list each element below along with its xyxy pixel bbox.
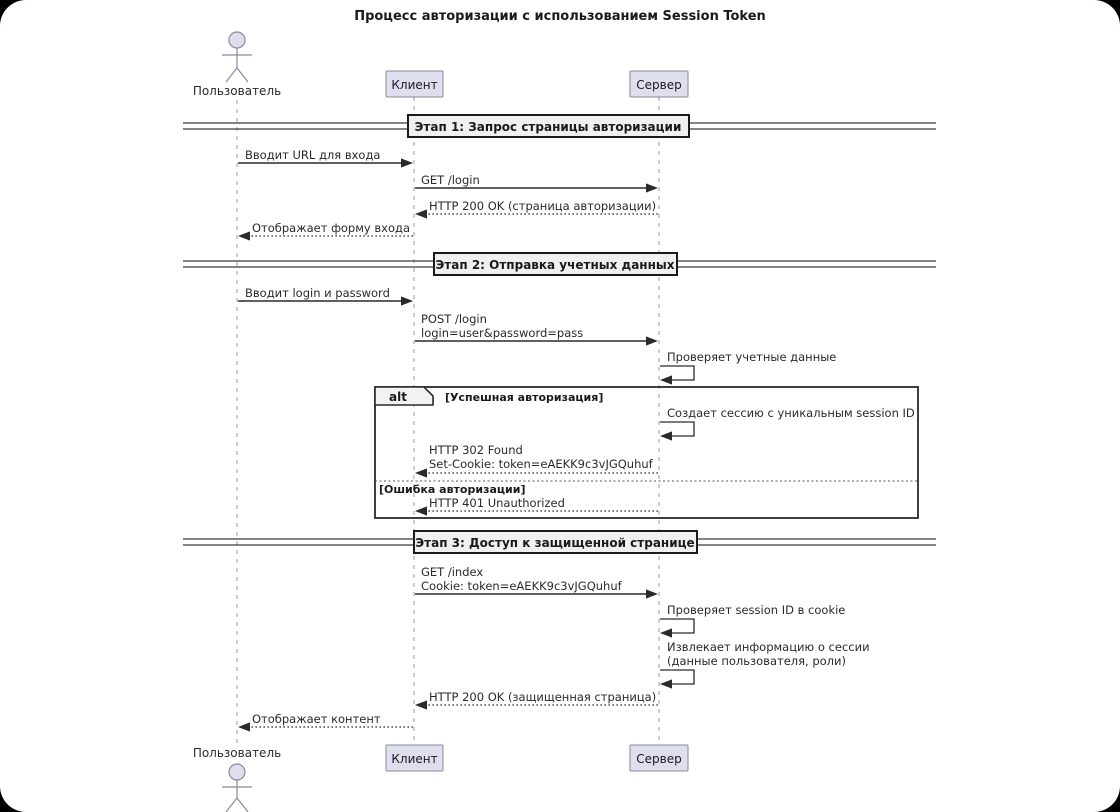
participant-server-bottom[interactable]: Сервер [629,744,689,772]
message-label-m6-line1: POST /login [421,312,487,326]
actor-left-leg-icon-bottom [225,797,238,812]
message-label-m9-line1: HTTP 302 Found [429,443,523,457]
participant-client-top[interactable]: Клиент [385,70,444,98]
message-m1: Вводит URL для входа [238,148,413,168]
divider-box-stage3 [413,530,698,554]
participant-label-server-top: Сервер [636,78,681,92]
message-label-m11-line2: Cookie: token=eAEKK9c3vJGQuhuf [421,579,623,593]
actor-right-leg-icon-bottom [236,797,249,812]
participant-client-bottom[interactable]: Клиент [385,744,444,772]
participant-label-server-bottom: Сервер [636,752,681,766]
message-m13-self: Извлекает информацию о сессии (данные по… [660,640,870,689]
alt-fragment: alt [Успешная авторизация] [Ошибка автор… [374,386,919,519]
participant-box-client-bottom [385,744,444,772]
message-label-m1: Вводит URL для входа [245,148,380,162]
divider-label-stage1: Этап 1: Запрос страницы авторизации [415,120,682,134]
message-label-m8: Создает сессию с уникальным session ID [667,406,915,420]
message-m8-self: Создает сессию с уникальным session ID [660,406,915,441]
alt-condition-2: [Ошибка авторизации] [379,483,525,496]
participant-box-server-top [629,70,689,98]
alt-fragment-border [374,386,919,519]
message-label-m13-line1: Извлекает информацию о сессии [667,640,870,654]
message-m10: HTTP 401 Unauthorized [415,496,658,516]
message-m2: GET /login [415,173,658,193]
message-m9: HTTP 302 Found Set-Cookie: token=eAEKK9c… [415,443,658,478]
message-label-m3: HTTP 200 OK (страница авторизации) [429,199,656,213]
message-m15: Отображает контент [238,712,413,732]
message-m7-self: Проверяет учетные данные [660,350,836,385]
participant-user-top[interactable]: Пользователь [193,31,281,98]
participant-server-top[interactable]: Сервер [629,70,689,98]
divider-box-stage1 [407,114,690,138]
message-label-m13-line2: (данные пользователя, роли) [667,654,846,668]
alt-keyword-label: alt [389,390,407,404]
divider-stage2: Этап 2: Отправка учетных данных [183,252,936,276]
message-label-m5: Вводит login и password [245,286,390,300]
message-label-m6-line2: login=user&password=pass [421,326,583,340]
message-label-m12: Проверяет session ID в cookie [667,603,845,617]
participant-box-server-bottom [629,744,689,772]
message-m5: Вводит login и password [238,286,413,306]
message-m12-self: Проверяет session ID в cookie [660,603,845,638]
message-label-m9-line2: Set-Cookie: token=eAEKK9c3vJGQuhuf [429,457,654,471]
diagram-title: Процесс авторизации с использованием Ses… [354,9,766,24]
message-label-m11-line1: GET /index [421,565,483,579]
message-label-m7: Проверяет учетные данные [667,350,836,364]
participant-label-user-top: Пользователь [193,84,281,98]
actor-left-leg-icon [225,67,238,83]
message-m6: POST /login login=user&password=pass [415,312,658,346]
divider-box-stage2 [433,252,678,276]
divider-label-stage2: Этап 2: Отправка учетных данных [436,258,675,272]
participant-user-bottom[interactable]: Пользователь [193,746,281,812]
message-label-m14: HTTP 200 OK (защищенная страница) [429,690,656,704]
participant-box-client-top [385,70,444,98]
message-m4: Отображает форму входа [238,221,413,241]
actor-head-icon-bottom [228,763,246,781]
actor-head-icon [228,31,246,49]
alt-keyword-box [374,386,434,406]
message-m3: HTTP 200 OK (страница авторизации) [415,199,658,219]
participant-label-user-bottom: Пользователь [193,746,281,760]
message-label-m4: Отображает форму входа [252,221,410,235]
divider-stage1: Этап 1: Запрос страницы авторизации [183,114,936,138]
participant-label-client-bottom: Клиент [391,752,437,766]
divider-label-stage3: Этап 3: Доступ к защищенной странице [415,536,694,550]
message-m14: HTTP 200 OK (защищенная страница) [415,690,658,710]
divider-stage3: Этап 3: Доступ к защищенной странице [183,530,936,554]
message-label-m2: GET /login [421,173,480,187]
message-label-m10: HTTP 401 Unauthorized [429,496,565,510]
message-m11: GET /index Cookie: token=eAEKK9c3vJGQuhu… [415,565,658,599]
participant-label-client-top: Клиент [391,78,437,92]
message-label-m15: Отображает контент [252,712,381,726]
actor-right-leg-icon [236,67,249,83]
alt-condition-1: [Успешная авторизация] [445,391,603,404]
